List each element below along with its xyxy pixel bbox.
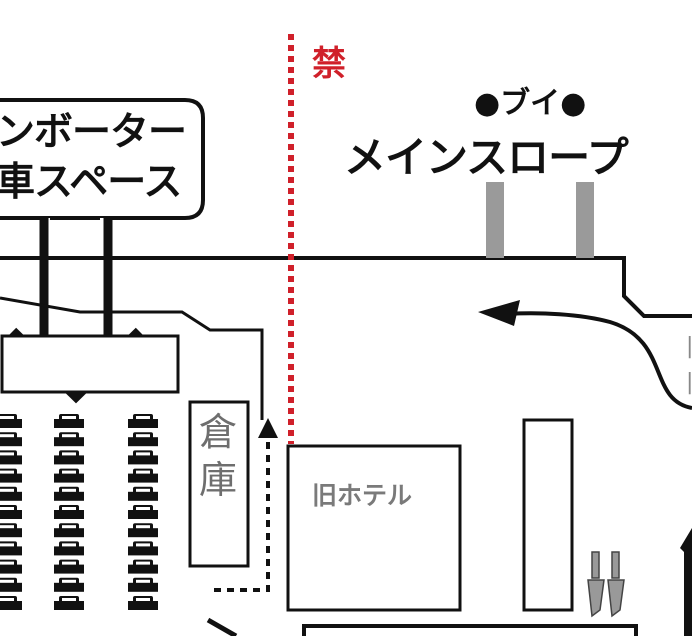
car-icon (128, 541, 158, 556)
car-icon (54, 468, 84, 483)
car-icon (0, 414, 22, 428)
dotted-path (214, 430, 270, 592)
car-icon (54, 523, 84, 538)
car-icon (128, 559, 158, 574)
right-edge-arrowhead-icon (680, 528, 692, 560)
car-icon (54, 414, 84, 428)
warehouse-label-line1: 倉 (198, 410, 237, 454)
car-icon (54, 596, 84, 610)
car-icon (0, 450, 22, 465)
callout-line1: ンボーター (0, 110, 187, 155)
slope-pillar-left (486, 182, 504, 258)
car-icon (54, 432, 84, 447)
warehouse-box (188, 400, 250, 568)
car-icon (0, 596, 22, 610)
car-icon (128, 468, 158, 483)
callout-line2: 車スペース (0, 160, 182, 205)
callout-box (0, 98, 205, 220)
old-hotel-label: 旧ホテル (312, 481, 413, 510)
quay-line (0, 256, 692, 318)
car-icon (128, 523, 158, 538)
car-icon (0, 541, 22, 556)
car-icon (0, 559, 22, 574)
car-icon (54, 577, 84, 592)
old-hotel-box (286, 444, 462, 612)
car-icon (54, 486, 84, 501)
shelter-box (0, 334, 180, 394)
car-icon (128, 450, 158, 465)
parking-boundary (0, 296, 264, 420)
car-icon (0, 577, 22, 592)
bottom-left-arrow (206, 617, 238, 636)
car-icon (0, 432, 22, 447)
car-icon (0, 486, 22, 501)
car-icon (0, 523, 22, 538)
bottom-line (302, 624, 638, 636)
narrow-building (522, 418, 574, 612)
car-icon (128, 486, 158, 501)
main-slope-label: メインスロープ (344, 133, 629, 182)
car-icon (128, 577, 158, 592)
right-edge-arrow (684, 542, 692, 636)
car-icon (128, 432, 158, 447)
car-icon (128, 596, 158, 610)
car-icon (54, 450, 84, 465)
warehouse-label-line2: 庫 (198, 458, 237, 502)
warehouse-label: 倉 庫 (194, 408, 242, 504)
car-icon (54, 541, 84, 556)
car-icon (0, 468, 22, 483)
curved-route-arrow (505, 311, 692, 410)
car-icon (0, 505, 22, 519)
right-edge-glyph-1: | (686, 334, 692, 359)
dotted-path-arrowhead-icon (258, 418, 278, 438)
arrowhead-icon (478, 300, 520, 326)
no-entry-label: 禁 (312, 44, 346, 84)
parking-area (0, 414, 158, 610)
car-icon (128, 414, 158, 428)
car-icon (128, 505, 158, 519)
right-edge-glyph-2: | (686, 370, 692, 395)
car-icon (54, 505, 84, 519)
boat-icons (587, 551, 625, 618)
slope-pillar-right (576, 182, 594, 258)
car-icon (54, 559, 84, 574)
buy-label: ●ブイ● (474, 86, 587, 121)
